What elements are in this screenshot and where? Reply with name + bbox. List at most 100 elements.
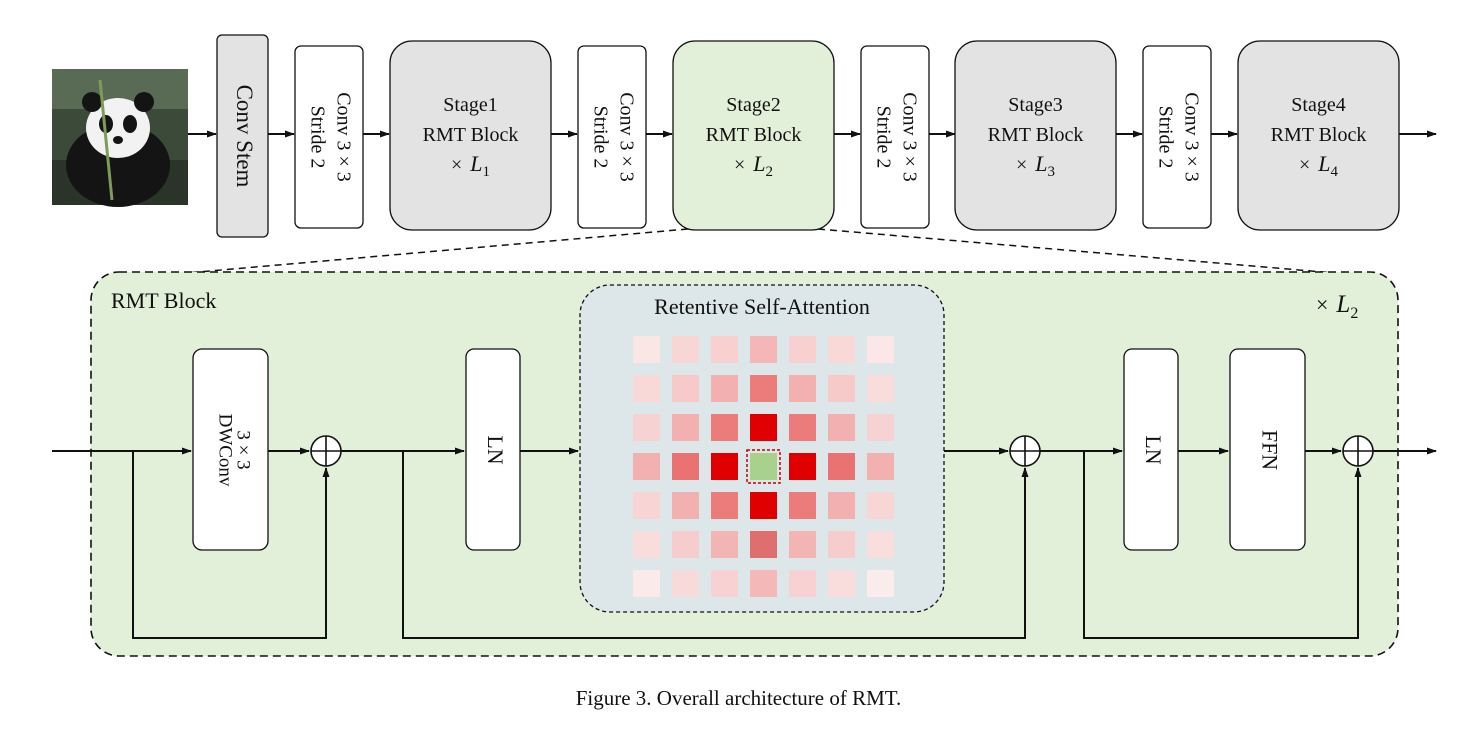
attention-cell bbox=[633, 375, 660, 402]
attention-cell bbox=[633, 570, 660, 597]
figure-caption: Figure 3. Overall architecture of RMT. bbox=[575, 686, 902, 710]
stage3-box: Stage3 RMT Block ×L3 bbox=[954, 40, 1117, 231]
rmt-block-title: RMT Block bbox=[111, 288, 216, 313]
zoom-line-right bbox=[817, 228, 1371, 277]
query-cell-outline bbox=[746, 449, 781, 484]
stage3-name: Stage3 bbox=[1008, 94, 1062, 116]
attention-cell bbox=[789, 570, 816, 597]
conv-stem-label: Conv Stem bbox=[232, 85, 257, 188]
stage2-name: Stage2 bbox=[726, 94, 780, 116]
ln2-label: LN bbox=[1141, 435, 1166, 464]
attention-cell bbox=[828, 492, 855, 519]
attention-cell bbox=[633, 492, 660, 519]
stage2-box: Stage2 RMT Block ×L2 bbox=[672, 40, 835, 231]
attention-cell bbox=[672, 336, 699, 363]
attention-cell bbox=[867, 453, 894, 480]
stage1-box: Stage1 RMT Block ×L1 bbox=[389, 40, 552, 231]
attention-cell bbox=[711, 531, 738, 558]
rmt-block-repeat: ×L2 bbox=[1316, 291, 1358, 322]
ffn-box: FFN bbox=[1229, 348, 1306, 551]
attention-cell bbox=[789, 414, 816, 441]
attention-title: Retentive Self-Attention bbox=[654, 294, 870, 319]
add-node-1 bbox=[310, 435, 342, 467]
downsample-block-1: Conv 3 × 3 Stride 2 bbox=[294, 45, 364, 229]
attention-cell bbox=[789, 531, 816, 558]
attention-cell bbox=[750, 492, 777, 519]
downsample-conv-label: Conv 3 × 3 bbox=[615, 92, 637, 182]
add-node-2 bbox=[1009, 435, 1041, 467]
attention-cell bbox=[750, 375, 777, 402]
attention-cell bbox=[711, 492, 738, 519]
attention-cell bbox=[750, 531, 777, 558]
downsample-stride-label: Stride 2 bbox=[589, 106, 611, 169]
attention-cell bbox=[672, 570, 699, 597]
attention-cell bbox=[633, 531, 660, 558]
ffn-label: FFN bbox=[1257, 430, 1282, 470]
attention-cell bbox=[867, 570, 894, 597]
attention-cell bbox=[711, 414, 738, 441]
conv-stem-box: Conv Stem bbox=[216, 34, 269, 238]
attention-cell bbox=[633, 453, 660, 480]
attention-cell bbox=[750, 414, 777, 441]
attention-cell bbox=[672, 414, 699, 441]
attention-cell bbox=[867, 531, 894, 558]
stage2-block-label: RMT Block bbox=[706, 124, 802, 146]
panda-input-image bbox=[52, 69, 188, 207]
skip-path-1 bbox=[132, 451, 330, 639]
attention-cell bbox=[867, 492, 894, 519]
stage4-repeat: ×L4 bbox=[1299, 151, 1339, 180]
attention-cell bbox=[750, 570, 777, 597]
downsample-stride-label: Stride 2 bbox=[1154, 106, 1176, 169]
dwconv-box: DWConv 3 × 3 bbox=[192, 348, 269, 551]
attention-cell bbox=[867, 336, 894, 363]
downsample-block-4: Conv 3 × 3 Stride 2 bbox=[1142, 45, 1212, 229]
attention-cell bbox=[672, 453, 699, 480]
stage4-block-label: RMT Block bbox=[1271, 124, 1367, 146]
downsample-conv-label: Conv 3 × 3 bbox=[332, 92, 354, 182]
attention-cell bbox=[828, 414, 855, 441]
stage3-block-label: RMT Block bbox=[988, 124, 1084, 146]
attention-cell bbox=[789, 336, 816, 363]
attention-cell bbox=[867, 414, 894, 441]
attention-cell bbox=[711, 336, 738, 363]
ln2-box: LN bbox=[1123, 348, 1179, 551]
retentive-attention-panel: Retentive Self-Attention bbox=[579, 284, 945, 613]
downsample-block-2: Conv 3 × 3 Stride 2 bbox=[577, 45, 647, 229]
attention-cell bbox=[711, 570, 738, 597]
attention-grid bbox=[633, 336, 894, 597]
stage3-repeat: ×L3 bbox=[1016, 151, 1055, 180]
skip-path-2 bbox=[402, 451, 1029, 639]
attention-cell bbox=[828, 570, 855, 597]
attention-cell bbox=[828, 336, 855, 363]
stage1-repeat: ×L1 bbox=[451, 151, 490, 180]
ln1-label: LN bbox=[483, 435, 508, 464]
attention-cell bbox=[750, 453, 777, 480]
attention-cell bbox=[672, 531, 699, 558]
attention-cell bbox=[828, 531, 855, 558]
stage2-repeat: ×L2 bbox=[734, 151, 773, 180]
attention-cell bbox=[711, 453, 738, 480]
attention-cell bbox=[789, 453, 816, 480]
attention-cell bbox=[867, 375, 894, 402]
zoom-line-left bbox=[129, 228, 689, 279]
attention-cell bbox=[672, 492, 699, 519]
downsample-stride-label: Stride 2 bbox=[306, 106, 328, 169]
dwconv-kernel-label: 3 × 3 bbox=[233, 430, 254, 469]
attention-cell bbox=[828, 375, 855, 402]
dwconv-label: DWConv bbox=[215, 414, 236, 487]
stage1-block-label: RMT Block bbox=[423, 124, 519, 146]
stage4-name: Stage4 bbox=[1291, 94, 1345, 116]
attention-cell bbox=[828, 453, 855, 480]
attention-cell bbox=[750, 336, 777, 363]
stage1-name: Stage1 bbox=[443, 94, 497, 116]
attention-cell bbox=[672, 375, 699, 402]
attention-cell bbox=[633, 414, 660, 441]
skip-path-3 bbox=[1083, 451, 1362, 639]
ln1-box: LN bbox=[465, 348, 521, 551]
downsample-conv-label: Conv 3 × 3 bbox=[898, 92, 920, 182]
attention-cell bbox=[789, 375, 816, 402]
downsample-stride-label: Stride 2 bbox=[872, 106, 894, 169]
attention-cell bbox=[789, 492, 816, 519]
downsample-block-3: Conv 3 × 3 Stride 2 bbox=[860, 45, 930, 229]
